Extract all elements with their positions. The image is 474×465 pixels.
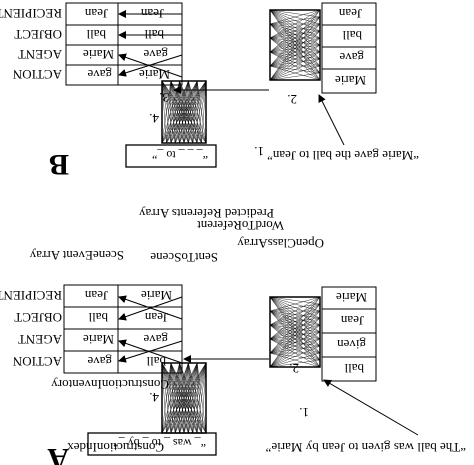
arrow-step-1: [323, 379, 419, 436]
panel-a: A “The ball was given to Jean by Marie” …: [0, 206, 466, 465]
svg-text:OBJECT: OBJECT: [14, 27, 62, 42]
construction-inventory-label: ConstructionInventory: [51, 377, 169, 392]
panel-b-label: B: [49, 148, 69, 181]
svg-text:ACTION: ACTION: [12, 67, 62, 82]
svg-text:Marie: Marie: [335, 73, 366, 88]
step-1-label: 1.: [299, 405, 309, 420]
svg-text:ball: ball: [86, 27, 106, 42]
step-4-label: 4.: [149, 390, 159, 405]
svg-text:Marie: Marie: [83, 47, 114, 62]
svg-text:Marie: Marie: [139, 67, 170, 82]
step-2-label-b: 2.: [287, 92, 297, 107]
panel-b-sentence: “Marie gave the ball to Jean”: [267, 148, 419, 163]
svg-text:AGENT: AGENT: [18, 332, 62, 347]
sent-to-scene-arrows: [118, 295, 183, 364]
svg-text:Jean: Jean: [84, 288, 108, 303]
word-to-referent-label: WordToReferent: [197, 218, 284, 233]
svg-text:ball: ball: [342, 28, 362, 43]
panel-b: B “Marie gave the ball to Jean” “_ _ _ t…: [0, 2, 419, 181]
step-3-label-b: 3.: [159, 90, 169, 105]
roles-list-b: ACTION AGENT OBJECT RECIPIENT: [0, 6, 62, 82]
svg-text:ball: ball: [344, 361, 364, 376]
step-4-label-b: 4.: [149, 111, 159, 126]
svg-text:given: given: [337, 337, 366, 352]
word-to-referent-mesh-b: [269, 9, 321, 81]
sent-to-scene-label: SentToScene: [150, 250, 218, 265]
svg-text:Jean: Jean: [340, 313, 364, 328]
open-class-array: ball given Jean Marie: [321, 286, 377, 382]
svg-text:Marie: Marie: [83, 332, 114, 347]
svg-text:AGENT: AGENT: [18, 47, 62, 62]
construction-index-box: [87, 432, 217, 456]
roles-list-a: ACTION AGENT OBJECT RECIPIENT: [0, 288, 62, 369]
svg-text:gave: gave: [143, 332, 168, 347]
construction-index-value-b: “_ _ _ to _”: [152, 148, 208, 162]
svg-text:ball: ball: [146, 354, 166, 369]
construction-index-box-b: [125, 144, 217, 168]
svg-text:gave: gave: [87, 354, 112, 369]
svg-text:Marie: Marie: [336, 290, 367, 305]
svg-text:Jean: Jean: [144, 310, 168, 325]
word-to-referent-mesh: [269, 296, 321, 368]
construction-inventory-mesh: [161, 362, 207, 434]
construction-index-label: ConstructionIndex: [67, 440, 164, 455]
svg-text:ACTION: ACTION: [12, 354, 62, 369]
open-class-array-label: OpenClassArray: [237, 236, 324, 251]
sent-to-scene-arrows-b: [118, 10, 183, 78]
svg-text:RECIPIENT: RECIPIENT: [0, 6, 62, 21]
scene-event-array: gave Marie ball Jean: [63, 284, 119, 374]
open-class-array-b: Marie gave ball Jean: [321, 2, 377, 94]
arrow-step-1-b: [318, 94, 345, 146]
svg-text:Jean: Jean: [84, 6, 108, 21]
svg-text:RECIPIENT: RECIPIENT: [0, 288, 62, 303]
svg-text:ball: ball: [88, 310, 108, 325]
panel-a-sentence: “The ball was given to Jean by Marie”: [265, 440, 466, 455]
predicted-referents-label: Predicted Referents Array: [138, 206, 274, 221]
panel-a-label: A: [47, 442, 69, 465]
svg-text:gave: gave: [143, 47, 168, 62]
step-1-label-b: 1.: [254, 144, 264, 159]
step-2-label: 2.: [289, 361, 299, 376]
construction-index-value: “_ was _ to _ by _”: [113, 436, 206, 450]
svg-text:gave: gave: [87, 67, 112, 82]
scene-event-array-b: gave Marie ball Jean: [65, 2, 119, 86]
scene-event-array-label: SceneEvent Array: [29, 248, 124, 263]
svg-text:Marie: Marie: [141, 288, 172, 303]
svg-text:OBJECT: OBJECT: [14, 310, 62, 325]
svg-text:Jean: Jean: [338, 6, 362, 21]
svg-text:gave: gave: [339, 50, 364, 65]
